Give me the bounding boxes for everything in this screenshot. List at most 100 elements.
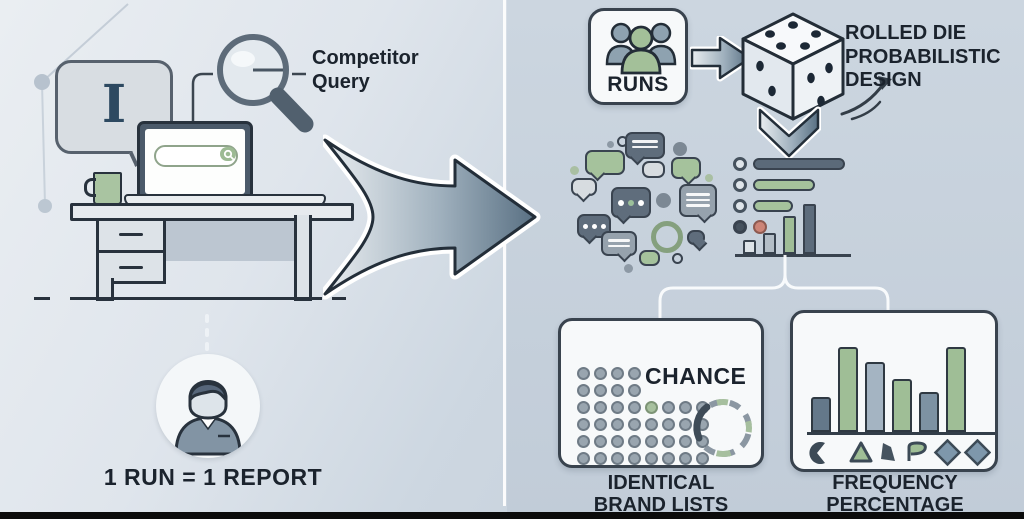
speech-bubble — [601, 231, 637, 256]
bottom-letterbox-bar — [0, 512, 1024, 519]
dot-grid-row — [577, 418, 709, 431]
grid-dot — [594, 435, 607, 448]
desk-top — [70, 203, 354, 221]
search-bar — [154, 145, 238, 167]
grid-dot — [662, 435, 675, 448]
grid-dot — [577, 384, 590, 397]
identical-caption: IDENTICAL BRAND LISTS — [593, 472, 729, 517]
cluster-dot — [673, 142, 687, 156]
dot-grid-row — [577, 384, 709, 397]
grid-dot — [679, 452, 692, 465]
person-avatar — [156, 354, 260, 458]
frequency-bar — [892, 379, 912, 432]
mini-bar — [743, 240, 756, 254]
grid-dot — [645, 401, 658, 414]
runs-box: RUNS — [588, 8, 688, 105]
speech-bubble — [625, 132, 665, 159]
panel-divider — [503, 0, 506, 506]
speech-bubble — [585, 150, 625, 175]
desk-drawers — [96, 218, 166, 284]
frequency-card — [790, 310, 998, 472]
mug-handle — [84, 178, 96, 197]
salmon-dot-icon — [753, 219, 767, 234]
grid-dot — [645, 435, 658, 448]
cluster-dot — [656, 193, 671, 208]
grid-dot — [577, 418, 590, 431]
frequency-bar — [946, 347, 966, 432]
runs-label: RUNS — [607, 73, 669, 96]
list-bullet-icon — [733, 198, 747, 213]
list-bullet-icon — [733, 177, 747, 192]
cluster-dot — [624, 264, 633, 273]
grid-dot — [577, 367, 590, 380]
chance-card: CHANCE — [558, 318, 764, 468]
frequency-bar — [919, 392, 939, 432]
cluster-green-ring — [651, 221, 683, 253]
callout-lines — [191, 72, 306, 142]
desk-leg-right — [294, 215, 312, 301]
speech-bubble — [671, 157, 701, 179]
grid-dot — [594, 401, 607, 414]
runs-to-die-arrow — [690, 36, 754, 82]
dot-grid-row — [577, 435, 709, 448]
speech-bubble — [571, 178, 597, 196]
list-bar — [753, 199, 793, 212]
competitor-query-label: Competitor Query — [312, 47, 419, 93]
frequency-bar — [838, 347, 858, 432]
connector-bracket — [658, 255, 890, 321]
cluster-ring — [672, 253, 683, 264]
grid-dot — [628, 452, 641, 465]
runs-list-row — [733, 219, 845, 234]
grid-dot — [645, 452, 658, 465]
grid-dot — [679, 435, 692, 448]
mini-bar — [763, 233, 776, 254]
list-bullet-icon — [733, 219, 747, 234]
speech-bubble-cluster — [565, 128, 733, 280]
speech-bubble — [642, 161, 665, 178]
grid-dot — [611, 418, 624, 431]
mini-bar — [783, 216, 796, 254]
laptop-screen — [145, 129, 245, 194]
run-report-caption: 1 RUN = 1 REPORT — [103, 464, 323, 490]
desk-back-panel — [160, 216, 294, 261]
grid-dot — [611, 384, 624, 397]
drawer-bottom — [99, 255, 163, 281]
cluster-dot — [570, 166, 579, 175]
speech-bubble — [679, 184, 717, 217]
grid-dot — [662, 452, 675, 465]
grid-dot — [628, 384, 641, 397]
person-icon — [174, 380, 242, 456]
dashed-circle-icon — [693, 399, 752, 457]
dashed-connector — [205, 314, 209, 354]
motion-arrow-icon — [840, 76, 892, 121]
runs-list-row — [733, 198, 845, 213]
mini-bar — [803, 204, 816, 254]
speech-bubble — [611, 187, 651, 218]
die-icon — [741, 12, 845, 121]
grid-dot — [594, 418, 607, 431]
grid-dot — [594, 384, 607, 397]
grid-dot — [611, 367, 624, 380]
grid-dot — [628, 401, 641, 414]
mini-bar-chart — [735, 204, 851, 257]
search-icon — [223, 149, 235, 161]
frequency-caption: FREQUENCY PERCENTAGE — [826, 472, 964, 517]
speech-bubble — [687, 230, 705, 245]
people-group-icon — [605, 22, 677, 75]
grid-dot — [594, 452, 607, 465]
grid-dot — [628, 418, 641, 431]
cluster-dot — [607, 141, 614, 148]
laptop-icon — [137, 121, 253, 201]
grid-dot — [628, 435, 641, 448]
magnifier-icon — [217, 34, 314, 133]
dot-grid-row — [577, 452, 709, 465]
die-caption: ROLLED DIE PROBABILISTIC DESIGN — [845, 22, 1001, 92]
grid-dot — [628, 367, 641, 380]
brand-shape-icons — [809, 439, 991, 467]
frequency-bar-chart — [807, 329, 995, 435]
runs-list-row — [733, 177, 845, 192]
dot-grid-row — [577, 367, 709, 380]
grid-dot — [577, 435, 590, 448]
info-letter: I — [101, 74, 127, 135]
